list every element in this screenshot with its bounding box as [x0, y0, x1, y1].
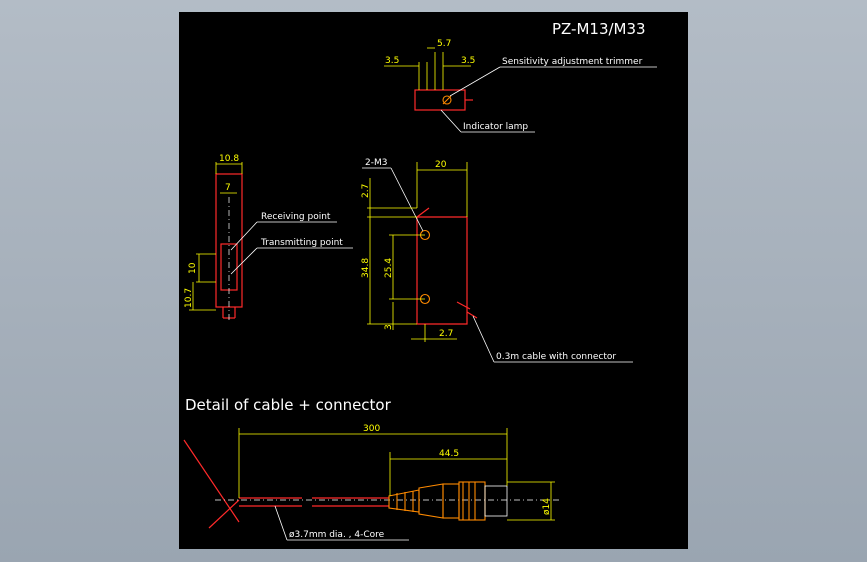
dim-front-top: 2.7	[361, 184, 371, 198]
technical-drawing: PZ-M13/M33 3.5 5.7 3.5	[183, 20, 657, 541]
dim-front-pitch: 25.4	[384, 258, 394, 278]
top-view-body	[414, 89, 466, 111]
dim-front-cable: 2.7	[439, 329, 453, 339]
dim-connector-length: 44.5	[439, 449, 459, 459]
label-receiving: Receiving point	[261, 212, 331, 222]
strain-relief	[388, 489, 420, 513]
top-view: 3.5 5.7 3.5 Sensitivity adjustment trimm…	[384, 39, 657, 133]
front-view-body	[416, 216, 468, 325]
dim-front-width: 20	[435, 160, 447, 170]
trimmer-mark	[442, 95, 452, 105]
label-mount: 2-M3	[365, 158, 387, 168]
dim-front-bottom: 3	[384, 324, 394, 330]
dim-front-height: 34.8	[361, 258, 371, 278]
detail-heading: Detail of cable + connector	[185, 396, 392, 414]
label-cable-spec: ø3.7mm dia. , 4-Core	[289, 530, 385, 540]
label-cable-short: 0.3m cable with connector	[496, 352, 616, 362]
dim-top-left: 3.5	[385, 56, 399, 66]
dim-side-width: 10.8	[219, 154, 239, 164]
dim-side-inner: 7	[225, 183, 231, 193]
dim-side-h1: 10	[188, 262, 198, 274]
front-view: 20 2-M3 2.7 34.8 25.4 3	[361, 158, 633, 363]
dim-connector-diameter: ø14	[542, 498, 552, 515]
dim-cable-length: 300	[363, 424, 380, 434]
cable-detail: 300 44.5 ø14 ø3.7mm dia. , 4-Core	[183, 424, 559, 541]
drawing-title: PZ-M13/M33	[552, 20, 646, 38]
dim-top-width: 5.7	[437, 39, 451, 49]
drawing-sheet: PZ-M13/M33 3.5 5.7 3.5	[179, 12, 688, 549]
dim-top-right: 3.5	[461, 56, 475, 66]
label-trimmer: Sensitivity adjustment trimmer	[502, 57, 643, 67]
label-transmitting: Transmitting point	[260, 238, 343, 248]
side-view: 10.8 7 10 10.7 Receiving point Transmitt…	[184, 154, 353, 322]
label-indicator: Indicator lamp	[463, 122, 528, 132]
dim-side-h2: 10.7	[184, 288, 194, 308]
